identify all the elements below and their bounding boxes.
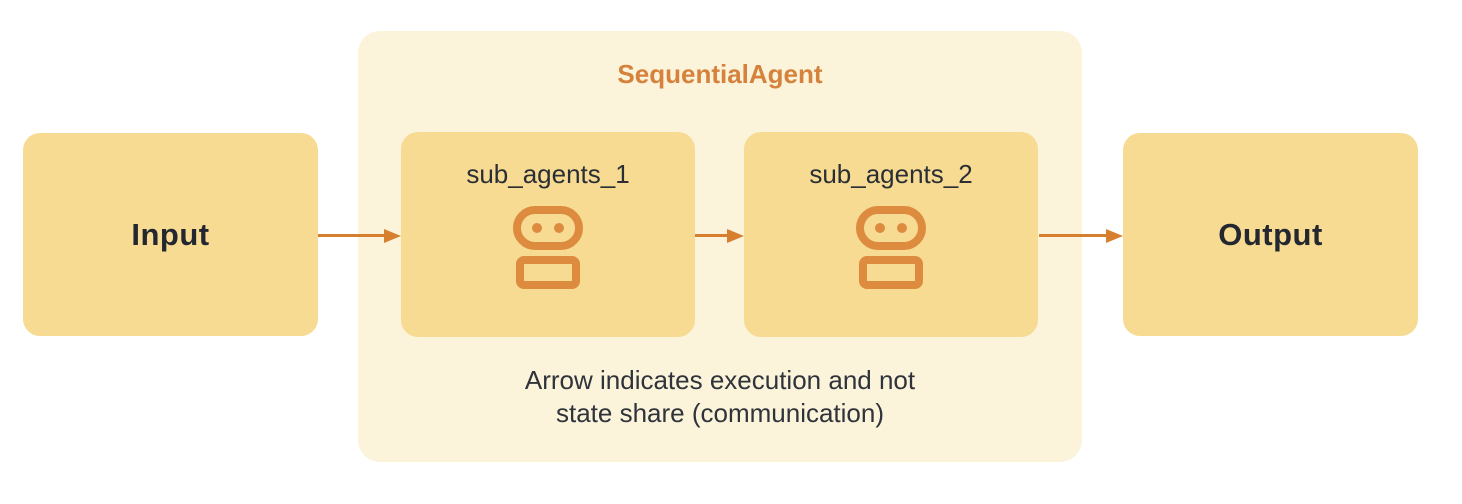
robot-icon xyxy=(513,206,583,289)
caption: Arrow indicates execution and not state … xyxy=(358,364,1082,430)
node-input-label: Input xyxy=(131,216,210,252)
arrow-line xyxy=(695,234,727,237)
arrow-sub-agents-2-to-output xyxy=(1039,228,1123,243)
sequential-agent-title: SequentialAgent xyxy=(617,59,823,89)
arrow-head-icon xyxy=(1106,228,1123,243)
node-sub-agents-2: sub_agents_2 xyxy=(744,132,1038,337)
arrow-head-icon xyxy=(727,228,744,243)
arrow-input-to-sub-agents-1 xyxy=(318,228,401,243)
arrow-head-icon xyxy=(384,228,401,243)
arrow-line xyxy=(1039,234,1106,237)
node-output: Output xyxy=(1123,133,1418,336)
node-output-label: Output xyxy=(1218,216,1323,252)
caption-line-1: Arrow indicates execution and not xyxy=(524,365,916,395)
caption-line-2: state share (communication) xyxy=(555,398,885,428)
arrow-sub-agents-1-to-sub-agents-2 xyxy=(695,228,744,243)
robot-icon xyxy=(856,206,926,289)
node-sub-agents-2-label: sub_agents_2 xyxy=(809,159,973,189)
node-sub-agents-1-label: sub_agents_1 xyxy=(466,159,630,189)
node-input: Input xyxy=(23,133,318,336)
node-sub-agents-1: sub_agents_1 xyxy=(401,132,695,337)
arrow-line xyxy=(318,234,384,237)
